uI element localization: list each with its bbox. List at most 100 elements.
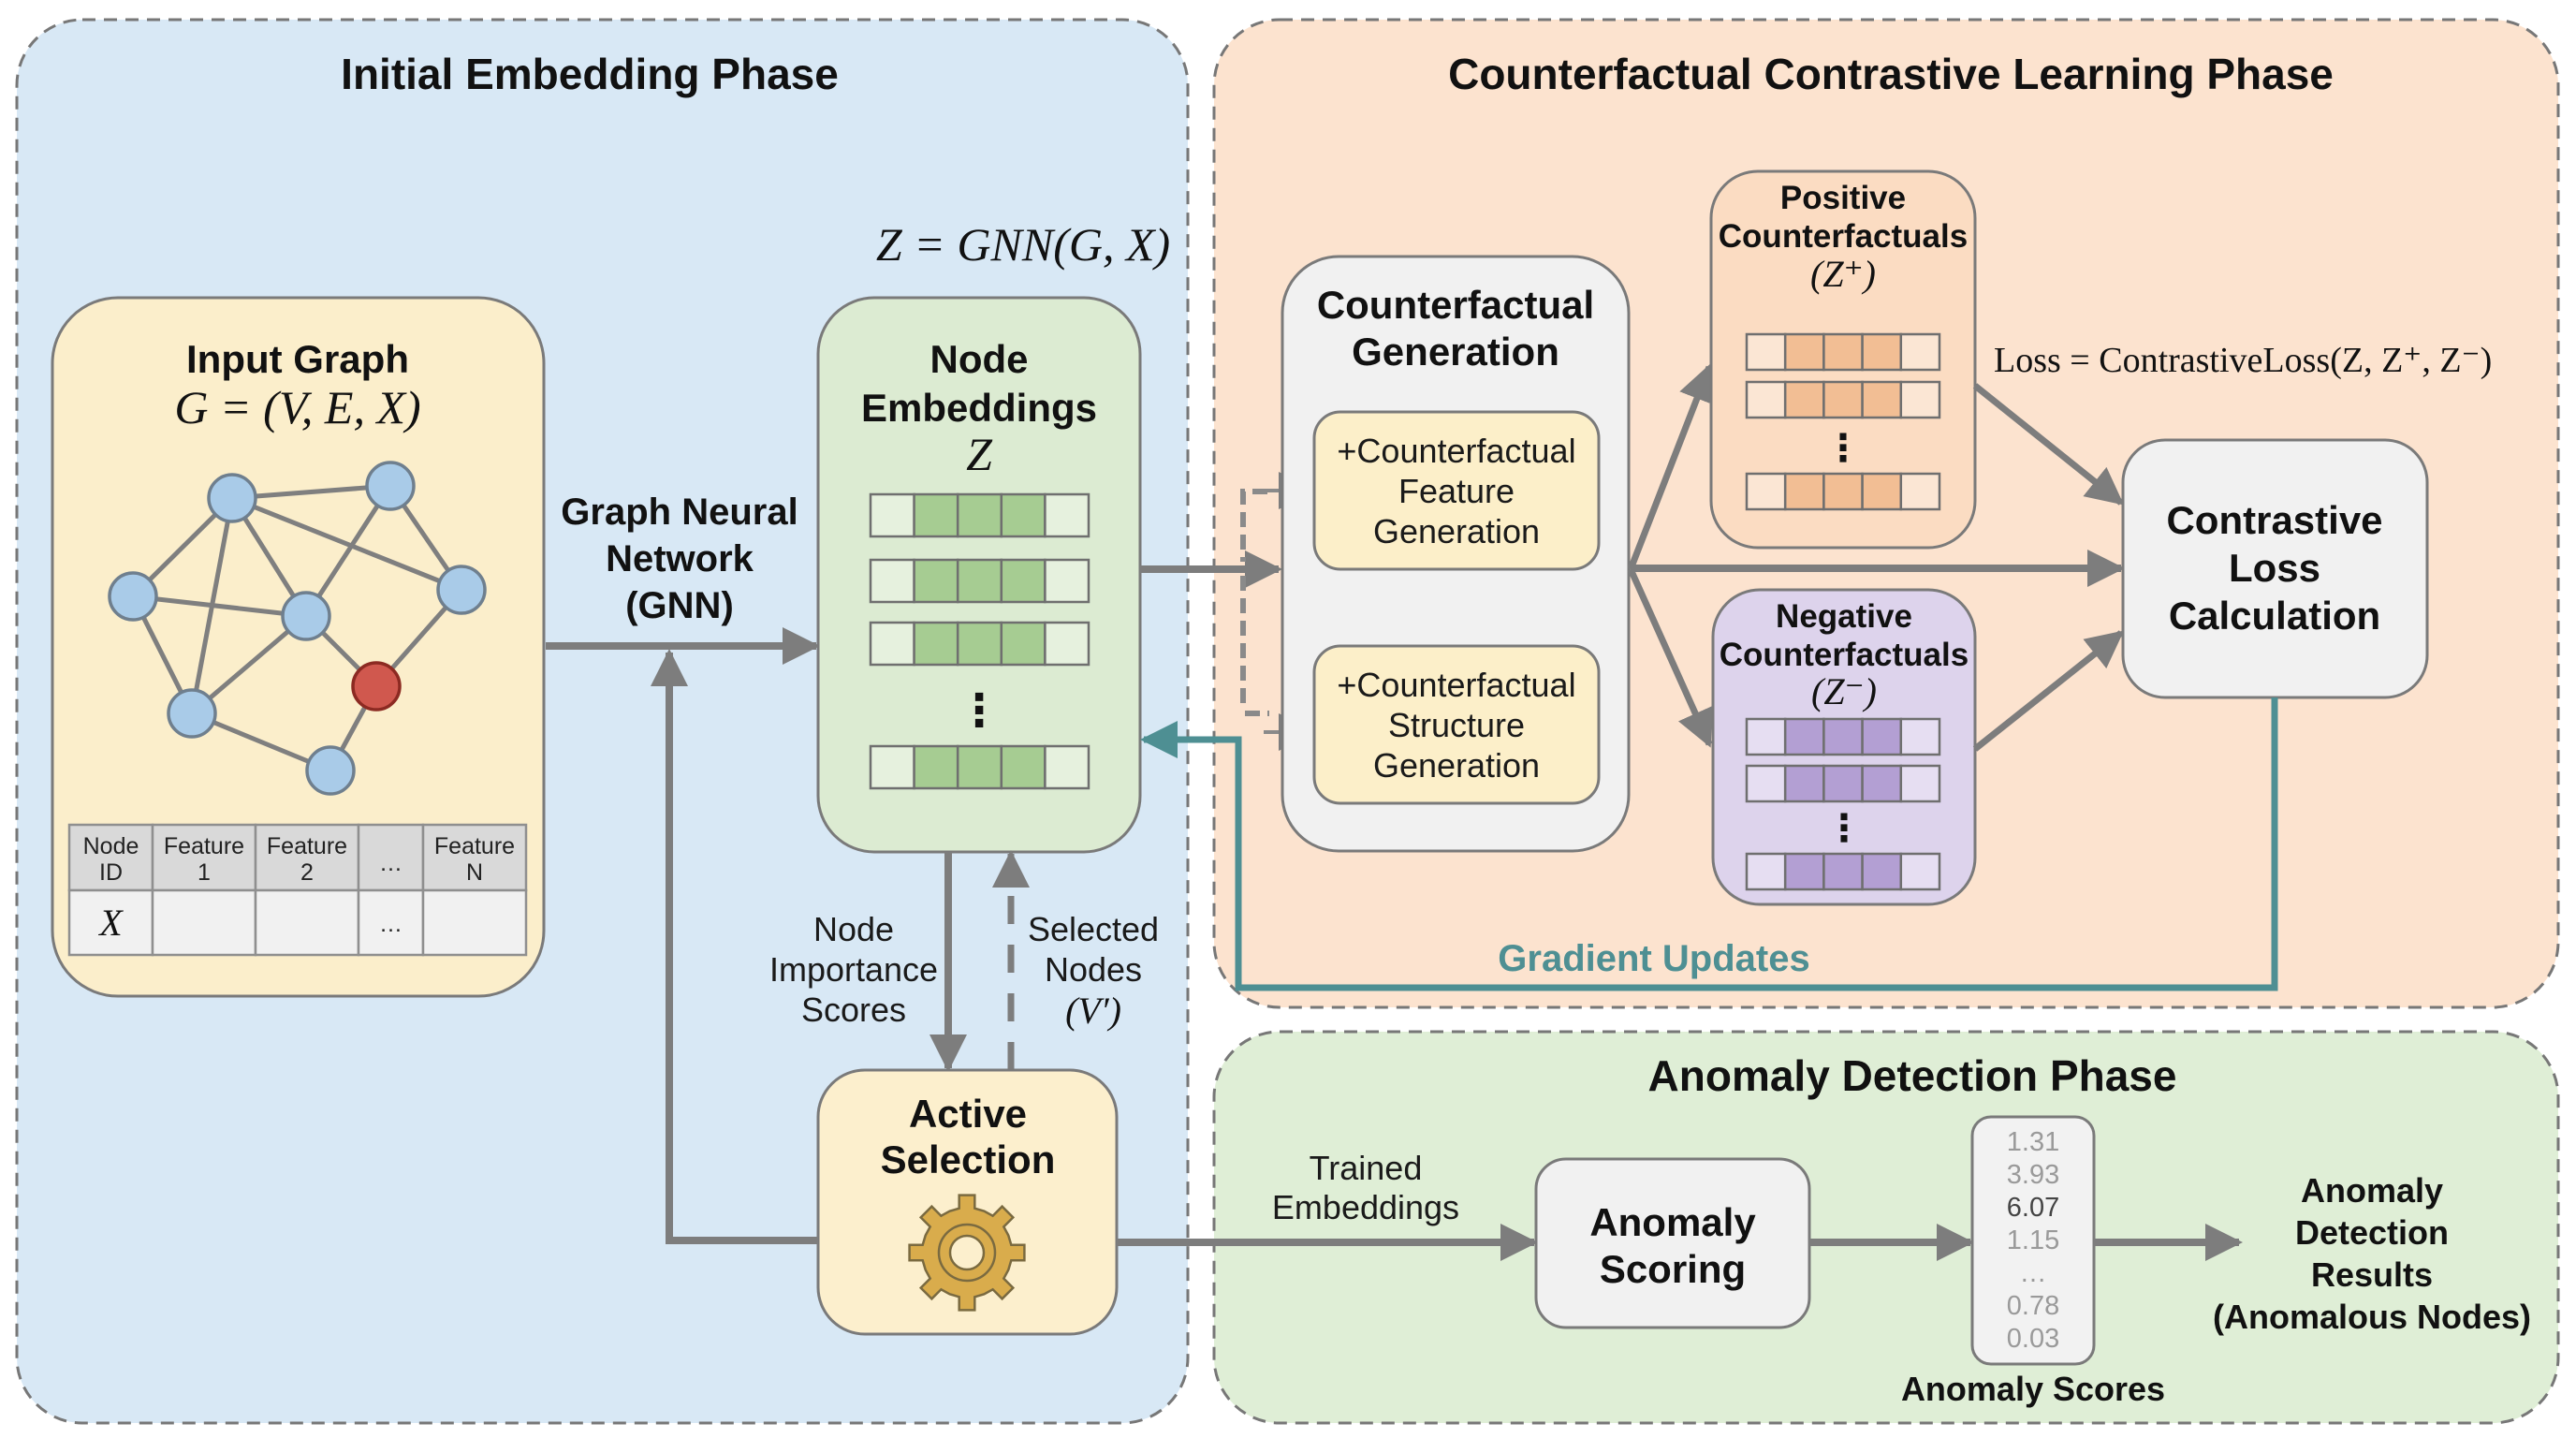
negative-cell (1899, 764, 1941, 803)
table-header-text: Feature (267, 833, 347, 859)
negative-rows (1745, 717, 1941, 891)
anomaly-score-value: 6.07 (2007, 1193, 2059, 1223)
table-cell (67, 888, 154, 957)
embedding-ellipsis: ⋮ (957, 686, 1002, 736)
graph-node (365, 461, 416, 511)
active-selection-title-2: Selection (881, 1137, 1056, 1181)
positive-cell (1899, 380, 1941, 419)
graph-node (305, 745, 356, 796)
table-row-text: … (379, 911, 402, 937)
positive-cell (1783, 380, 1825, 419)
results-line2: Detection (2295, 1213, 2449, 1252)
negative-ellipsis: ⋮ (1825, 808, 1863, 849)
embedding-cell (869, 744, 915, 790)
gear-icon (908, 1194, 1026, 1312)
table-header-text: Node (83, 833, 139, 859)
positive-cell (1745, 472, 1787, 511)
embedding-cell (869, 558, 915, 604)
embedding-cell (956, 558, 1003, 604)
embedding-cell (1000, 744, 1046, 790)
gnn-label-line1: Graph Neural (561, 492, 798, 533)
table-header-text: ID (99, 859, 123, 886)
table-cell (357, 888, 425, 957)
positive-cell (1822, 332, 1864, 372)
anomalous-graph-node (351, 661, 402, 712)
graph-edge (303, 484, 393, 618)
input-graph-title: Input Graph (186, 337, 409, 381)
trained-embeddings-label-2: Embeddings (1272, 1188, 1459, 1226)
positive-ellipsis: ⋮ (1824, 428, 1862, 469)
embedding-cell (1044, 621, 1090, 667)
gnn-formula: Z = GNN(G, X) (876, 218, 1170, 271)
negative-title-1: Negative (1776, 598, 1912, 635)
embedding-cell (913, 492, 959, 538)
embedding-cell (1000, 492, 1046, 538)
positive-cell (1899, 332, 1941, 372)
branch-bracket (1240, 489, 1269, 716)
cf-generation-title-2: Generation (1352, 330, 1559, 374)
graph-node (108, 571, 158, 622)
cf-generation-title-1: Counterfactual (1317, 283, 1594, 327)
table-header-cell (357, 823, 425, 892)
negative-symbol: (Z⁻) (1811, 670, 1877, 712)
table-cell (254, 888, 360, 957)
graph-nodes (108, 461, 487, 796)
feedback-arrow (651, 649, 818, 1244)
active-selection-title-1: Active (909, 1092, 1027, 1136)
initial-phase-title: Initial Embedding Phase (341, 50, 839, 98)
graph-node (207, 473, 257, 523)
node-importance-label-1: Node (813, 910, 894, 948)
selected-nodes-label-1: Selected (1028, 910, 1159, 948)
node-embeddings-title-1: Node (930, 337, 1029, 381)
embedding-cell (1044, 558, 1090, 604)
embedding-cell (956, 492, 1003, 538)
graph-edge (231, 495, 462, 593)
gradient-updates-label: Gradient Updates (1498, 938, 1809, 979)
node-embeddings-title-2: Embeddings (861, 386, 1097, 430)
anomaly-score-value: 3.93 (2007, 1160, 2059, 1190)
positive-rows (1745, 332, 1941, 511)
anomaly-score-value: 1.15 (2007, 1225, 2059, 1255)
results-line4: (Anomalous Nodes) (2213, 1298, 2531, 1336)
positive-cell (1783, 332, 1825, 372)
table-header-text: Feature (434, 833, 515, 859)
results-line3: Results (2311, 1255, 2433, 1294)
positive-cell (1822, 380, 1864, 419)
input-graph-box (51, 296, 546, 998)
embedding-cell (956, 744, 1003, 790)
positive-cell (1861, 472, 1903, 511)
structure-generation-line3: Generation (1373, 746, 1540, 785)
negative-cell (1745, 852, 1787, 891)
table-header-cell (254, 823, 360, 892)
to-negative-arrow (1627, 567, 1713, 748)
anomaly-scores-label: Anomaly Scores (1901, 1370, 2165, 1408)
anomaly-scores-list: 1.313.936.071.15…0.780.03 (2007, 1127, 2059, 1354)
negative-cell (1822, 852, 1864, 891)
node-embeddings-symbol: Z (966, 428, 993, 480)
embedding-cell (869, 621, 915, 667)
graph-edge (231, 483, 391, 501)
selected-nodes-label-2: Nodes (1045, 950, 1142, 989)
embedding-cell (913, 621, 959, 667)
positive-cell (1861, 332, 1903, 372)
negative-cell (1783, 852, 1825, 891)
positive-title-1: Positive (1780, 180, 1906, 216)
negative-cell (1899, 717, 1941, 756)
positive-cell (1783, 472, 1825, 511)
negative-cell (1861, 717, 1903, 756)
negative-cell (1861, 764, 1903, 803)
node-importance-label-3: Scores (801, 990, 906, 1029)
gradient-updates-arrow (1140, 697, 2278, 991)
graph-node (436, 565, 487, 615)
anomaly-scoring-title-2: Scoring (1600, 1247, 1746, 1291)
positive-cell (1899, 472, 1941, 511)
results-line1: Anomaly (2301, 1171, 2443, 1210)
gnn-label-line2: Network (606, 538, 754, 580)
positive-symbol: (Z⁺) (1810, 253, 1876, 295)
positive-cell (1822, 472, 1864, 511)
embedding-cell (1000, 621, 1046, 667)
graph-node (167, 688, 217, 739)
node-importance-label-2: Importance (769, 950, 938, 989)
